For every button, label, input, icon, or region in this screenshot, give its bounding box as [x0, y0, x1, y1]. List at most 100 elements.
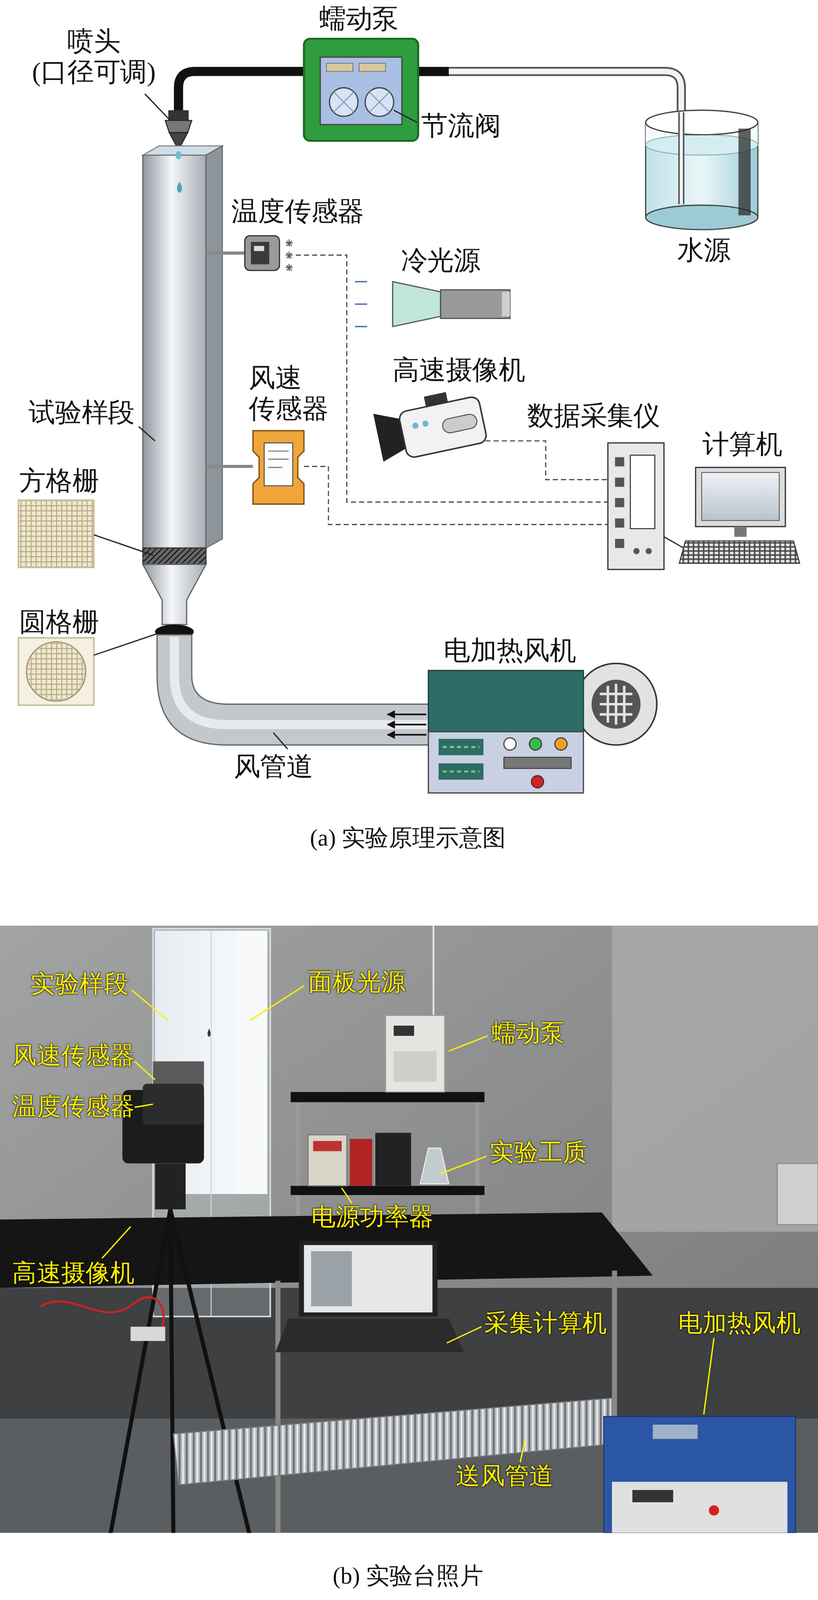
- photo-leader-line: [134, 1060, 156, 1079]
- wind-speed-sensor: [206, 430, 304, 504]
- leader-line: [393, 110, 417, 123]
- photo-label: 电加热风机: [678, 1308, 801, 1337]
- heated-blower: [428, 662, 657, 793]
- heated-blower: [554, 737, 567, 750]
- laptop: [275, 1317, 465, 1352]
- water-pipe: [418, 71, 682, 205]
- table: [0, 1211, 653, 1532]
- water-tank: [679, 112, 683, 204]
- laptop: [311, 1250, 352, 1306]
- data-acquisition-unit: [615, 497, 625, 508]
- leader-line: [93, 93, 418, 749]
- shelf: [290, 1185, 485, 1195]
- test-section: [177, 181, 183, 193]
- table: [611, 1270, 618, 1423]
- heated-blower: [428, 670, 584, 732]
- lab-photo: [0, 925, 818, 1532]
- peristaltic-pump: [303, 38, 418, 141]
- nozzle: [168, 110, 189, 121]
- high-speed-camera: [372, 385, 488, 464]
- temperature-sensor: [206, 251, 245, 255]
- computer: [695, 466, 786, 527]
- cold-light-source: [502, 291, 510, 316]
- data-acquisition-unit: [664, 536, 686, 549]
- shelf: [290, 1091, 485, 1102]
- temperature-sensor: [251, 241, 270, 265]
- data-acquisition-unit: [615, 477, 625, 487]
- photo-label: 面板光源: [308, 968, 406, 997]
- part-label: 数据采集仪: [527, 401, 661, 432]
- test-section: [142, 145, 223, 639]
- data-acquisition-unit: [615, 457, 625, 467]
- part-label: 方格栅: [19, 466, 99, 497]
- part-label: 温度传感器: [231, 196, 365, 228]
- computer: [679, 466, 800, 563]
- part-label: 风管道: [233, 751, 314, 783]
- square-grid-inset: [18, 499, 94, 567]
- photo-label: 采集计算机: [484, 1308, 607, 1337]
- air-duct: [174, 636, 429, 725]
- photo-label: 温度传感器: [12, 1092, 135, 1121]
- data-acquisition-unit: [633, 547, 640, 554]
- test-section: [142, 564, 206, 625]
- heater-fan-photo: [611, 1480, 788, 1532]
- water-tank: [738, 128, 751, 216]
- nozzle: [165, 120, 192, 133]
- air-duct: [157, 634, 431, 745]
- part-label: 试验样段: [28, 397, 135, 429]
- wind-speed-sensor: [268, 450, 289, 467]
- photo-leader-line: [250, 985, 305, 1020]
- photo-leader-line: [341, 1187, 352, 1203]
- laptop: [275, 1240, 465, 1352]
- leader-line: [93, 633, 158, 655]
- wind-speed-sensor: [206, 464, 253, 468]
- computer: [679, 540, 800, 563]
- part-label: 计算机: [702, 429, 783, 460]
- peristaltic-pump: [333, 91, 390, 113]
- photo-leader-line: [134, 1103, 153, 1107]
- camera-tripod: [155, 1162, 186, 1209]
- leader-line: [138, 426, 156, 441]
- high-speed-camera: [411, 421, 420, 430]
- photo-leader-line: [440, 1155, 487, 1173]
- photo-label: 风速传感器: [12, 1041, 135, 1070]
- peristaltic-pump: [320, 57, 402, 125]
- water-pipe: [178, 71, 307, 115]
- signal-wire: [485, 440, 609, 480]
- photo-leader-line: [131, 989, 169, 1020]
- shelf: [349, 1138, 373, 1185]
- heated-blower: [503, 756, 572, 768]
- part-label: 风速 传感器: [248, 363, 329, 424]
- computer: [701, 472, 780, 521]
- test-section: [142, 547, 206, 565]
- round-grid-inset: [18, 637, 94, 705]
- data-acquisition-unit: [615, 538, 625, 548]
- shelf: [393, 1050, 437, 1082]
- peristaltic-pump: [303, 38, 418, 141]
- part-label: 高速摄像机: [392, 354, 526, 386]
- nozzle: [165, 110, 192, 151]
- part-label: 节流阀: [421, 111, 501, 142]
- shelf: [295, 1093, 301, 1227]
- photo-leader-line: [101, 985, 714, 1462]
- heater-fan-photo: [603, 1415, 796, 1533]
- cold-light-source: [440, 289, 510, 319]
- data-acquisition-unit: [645, 547, 652, 554]
- table: [275, 1279, 281, 1532]
- heated-blower: [591, 679, 641, 729]
- heated-blower: [503, 737, 517, 750]
- water-tank: [645, 110, 758, 230]
- photo-label: 送风管道: [455, 1461, 554, 1490]
- part-label: 水源: [677, 235, 731, 266]
- leader-line: [93, 534, 154, 555]
- high-speed-camera: [441, 412, 479, 434]
- lab-photo: [0, 925, 818, 1532]
- signal-wire: [295, 255, 609, 525]
- wind-speed-sensor: [252, 430, 304, 504]
- test-section: [206, 145, 223, 548]
- heated-blower: [529, 737, 542, 750]
- part-label: 蠕动泵: [319, 4, 399, 35]
- shelf: [375, 1132, 411, 1185]
- temperature-sensor: [206, 235, 293, 271]
